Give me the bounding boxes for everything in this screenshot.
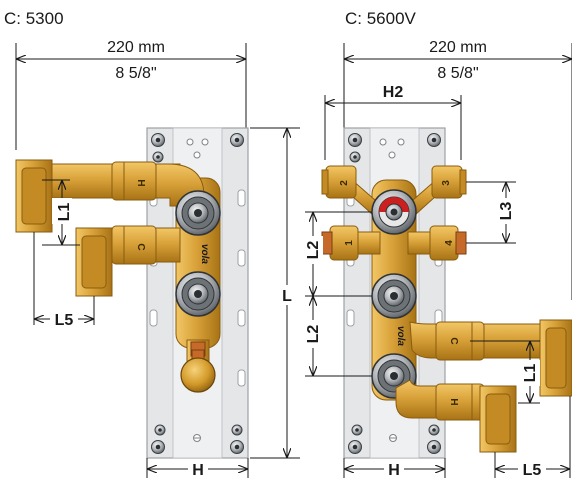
right-width-mm: 220 mm [429, 39, 487, 56]
right-assembly: C: 5600V 220 mm 8 5/8" H2 [303, 9, 572, 479]
right-width-in: 8 5/8" [437, 65, 478, 82]
right-port-4-arm: 4 [407, 225, 467, 261]
right-l5-label-bg [518, 460, 546, 478]
left-brand-mark: vola [199, 244, 210, 264]
right-l2-lower-label-bg [303, 320, 323, 348]
right-h-label: H [388, 462, 400, 479]
right-corner-screws [348, 133, 441, 454]
left-assembly: C: 5300 220 mm 8 5/8" [4, 9, 249, 479]
right-h-label-bg [384, 460, 404, 478]
right-l3-label: L3 [498, 202, 515, 221]
left-l1-label: L1 [56, 203, 73, 222]
right-l2-upper-label-bg [303, 236, 323, 264]
right-l1-label: L1 [522, 364, 539, 383]
right-port-1-arm: 1 [321, 225, 381, 261]
left-hot-end-inner [21, 167, 47, 225]
right-middle-valve-head [371, 273, 417, 319]
right-model-code: C: 5600V [345, 9, 417, 28]
left-l5-label-bg [50, 310, 78, 328]
left-width-in: 8 5/8" [115, 65, 156, 82]
right-port-cold-label: C [448, 337, 459, 344]
right-port-3-arm: 3 [412, 165, 467, 215]
right-port-2-arm: 2 [321, 165, 376, 215]
right-brand-mark: vola [395, 326, 406, 346]
left-model-code: C: 5300 [4, 9, 64, 28]
left-bottom-cap [180, 349, 216, 393]
left-corner-screws [151, 133, 244, 454]
right-port-hot-label: H [448, 398, 459, 405]
l-label: L [282, 288, 292, 305]
right-port-4-label: 4 [444, 240, 455, 246]
left-upper-valve-head [175, 190, 221, 236]
right-l2-lower-label: L2 [305, 325, 322, 344]
right-l5-label: L5 [523, 462, 542, 479]
right-port-3-label: 3 [441, 180, 452, 186]
right-cold-end-inner [545, 327, 567, 389]
left-h-label: H [192, 462, 204, 479]
left-lower-valve-head [175, 271, 221, 317]
left-h-label-bg [188, 460, 208, 478]
left-l5-label: L5 [55, 312, 74, 329]
left-l1-label-bg [52, 198, 72, 224]
l-label-bg [278, 285, 296, 305]
right-h2-label: H2 [383, 84, 404, 101]
left-port-cold-label: C [135, 243, 146, 250]
right-l3-label-bg [496, 198, 516, 224]
right-diverter-head [371, 189, 417, 235]
left-port-hot-label: H [135, 179, 146, 186]
right-port-2-label: 2 [339, 180, 350, 186]
right-port-1-label: 1 [344, 240, 355, 246]
right-hot-end-inner [485, 393, 511, 445]
right-l2-upper-label: L2 [305, 241, 322, 260]
left-cold-end-inner [81, 235, 107, 289]
overall-length-dimension: L [250, 127, 300, 459]
left-width-mm: 220 mm [107, 39, 165, 56]
right-l1-label-bg [520, 360, 540, 386]
